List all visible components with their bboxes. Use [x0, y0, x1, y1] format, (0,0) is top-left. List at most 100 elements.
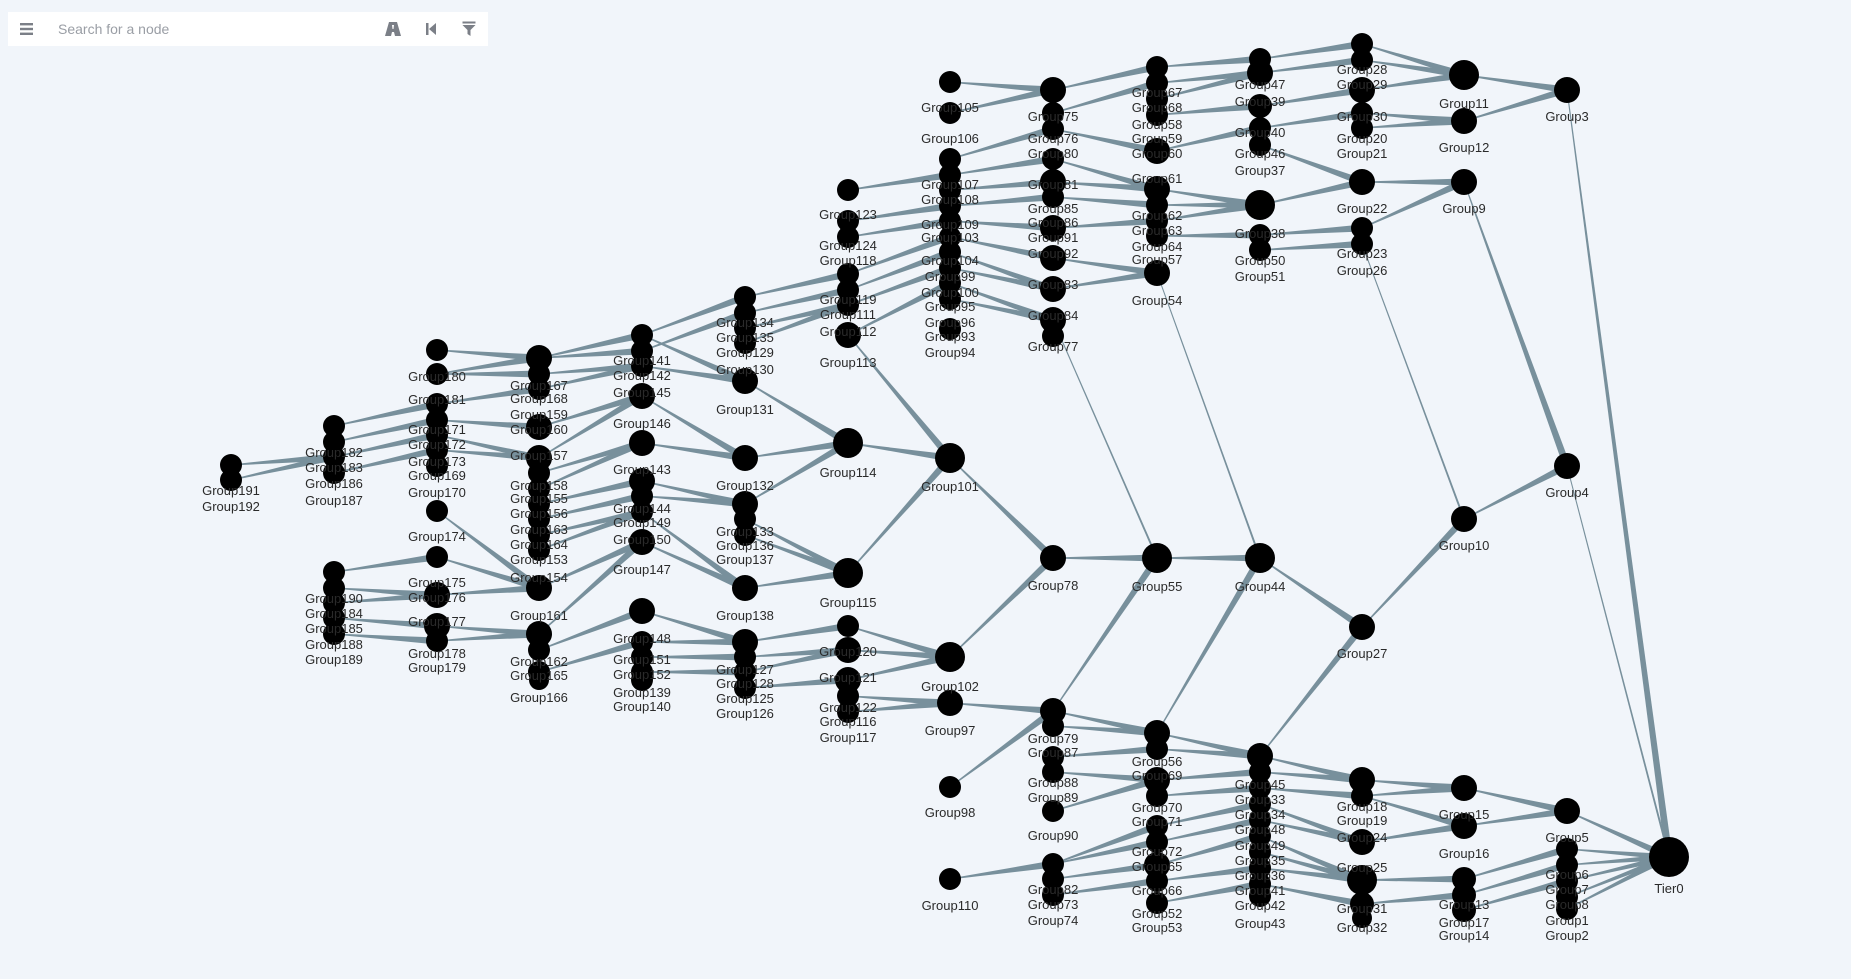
graph-node[interactable] [835, 667, 861, 693]
graph-node[interactable] [1556, 870, 1578, 892]
graph-node[interactable] [631, 501, 653, 523]
graph-node[interactable] [1347, 865, 1377, 895]
graph-node[interactable] [1249, 761, 1271, 783]
graph-node[interactable] [1040, 276, 1066, 302]
graph-node[interactable] [1554, 77, 1580, 103]
graph-node[interactable] [939, 776, 961, 798]
graph-node[interactable] [833, 428, 863, 458]
graph-node[interactable] [1249, 793, 1271, 815]
graph-node[interactable] [1040, 545, 1066, 571]
graph-node[interactable] [734, 508, 756, 530]
graph-node[interactable] [1146, 88, 1168, 110]
graph-node[interactable] [1042, 761, 1064, 783]
graph-node[interactable] [526, 345, 552, 371]
graph-node[interactable] [1040, 215, 1066, 241]
graph-node[interactable] [528, 378, 550, 400]
graph-node[interactable] [734, 677, 756, 699]
graph-node[interactable] [323, 607, 345, 629]
graph-node[interactable] [837, 294, 859, 316]
graph-node[interactable] [1146, 225, 1168, 247]
graph-node[interactable] [426, 439, 448, 461]
graph-node[interactable] [426, 393, 448, 415]
graph-node[interactable] [939, 318, 961, 340]
graph-node[interactable] [1249, 134, 1271, 156]
menu-button[interactable] [8, 12, 46, 46]
graph-node[interactable] [528, 539, 550, 561]
graph-node[interactable] [1144, 138, 1170, 164]
graph-node[interactable] [1146, 892, 1168, 914]
graph-node[interactable] [1042, 800, 1064, 822]
reset-button[interactable] [412, 12, 450, 46]
graph-node[interactable] [1245, 543, 1275, 573]
graph-node[interactable] [629, 598, 655, 624]
graph-node[interactable] [1351, 785, 1373, 807]
graph-node[interactable] [939, 210, 961, 232]
graph-node[interactable] [1146, 104, 1168, 126]
graph-node[interactable] [1146, 815, 1168, 837]
graph-node[interactable] [426, 630, 448, 652]
graph-node[interactable] [1040, 307, 1066, 333]
graph-node[interactable] [939, 272, 961, 294]
graph-node[interactable] [1349, 614, 1375, 640]
graph-node[interactable] [1249, 885, 1271, 907]
graph-node[interactable] [1451, 108, 1477, 134]
graph-node[interactable] [1146, 831, 1168, 853]
graph-node[interactable] [529, 670, 549, 690]
graph-node[interactable] [1248, 94, 1272, 118]
graph-node[interactable] [734, 286, 756, 308]
graph-node[interactable] [1352, 908, 1372, 928]
graph-node[interactable] [323, 446, 345, 468]
graph-node[interactable] [734, 524, 756, 546]
graph-node[interactable] [424, 582, 450, 608]
graph-node[interactable] [528, 462, 550, 484]
graph-node[interactable] [1146, 56, 1168, 78]
graph-node[interactable] [1040, 77, 1066, 103]
graph-node[interactable] [837, 210, 859, 232]
graph-node[interactable] [426, 546, 448, 568]
graph-node[interactable] [323, 623, 345, 645]
graph-node[interactable] [732, 575, 758, 601]
graph-node[interactable] [631, 485, 653, 507]
graph-node[interactable] [935, 642, 965, 672]
graph-node[interactable] [732, 445, 758, 471]
graph-node[interactable] [1249, 857, 1271, 879]
graph-node[interactable] [1351, 217, 1373, 239]
graph-node[interactable] [837, 615, 859, 637]
graph-node[interactable] [1042, 884, 1064, 906]
graph-node[interactable] [1144, 176, 1170, 202]
graph-node[interactable] [837, 685, 859, 707]
graph-node[interactable] [1042, 868, 1064, 890]
graph-node[interactable] [1349, 767, 1375, 793]
graph-node[interactable] [1556, 898, 1578, 920]
graph-node[interactable] [837, 701, 859, 723]
graph-node[interactable] [939, 288, 961, 310]
graph-node[interactable] [528, 508, 550, 530]
graph-node[interactable] [1042, 715, 1064, 737]
graph-node[interactable] [426, 500, 448, 522]
graph-node[interactable] [1556, 838, 1578, 860]
graph-node[interactable] [631, 669, 653, 691]
graph-node[interactable] [528, 639, 550, 661]
graph-node[interactable] [426, 363, 448, 385]
graph-node[interactable] [629, 529, 655, 555]
graph-node[interactable] [629, 430, 655, 456]
graph-node[interactable] [835, 637, 861, 663]
graph-node[interactable] [939, 241, 961, 263]
graph-node[interactable] [1649, 837, 1689, 877]
graph-node[interactable] [1042, 102, 1064, 124]
graph-node[interactable] [939, 148, 961, 170]
graph-node[interactable] [629, 383, 655, 409]
graph-node[interactable] [323, 415, 345, 437]
graph-node[interactable] [1247, 743, 1273, 769]
graph-node[interactable] [1349, 169, 1375, 195]
graph-node[interactable] [1451, 169, 1477, 195]
graph-node[interactable] [1452, 898, 1476, 922]
graph-node[interactable] [1554, 798, 1580, 824]
graph-node[interactable] [1245, 190, 1275, 220]
graph-node[interactable] [1247, 60, 1273, 86]
graph-node[interactable] [1144, 260, 1170, 286]
graph-node[interactable] [1040, 245, 1066, 271]
graph-node[interactable] [837, 263, 859, 285]
graph-node[interactable] [1554, 453, 1580, 479]
